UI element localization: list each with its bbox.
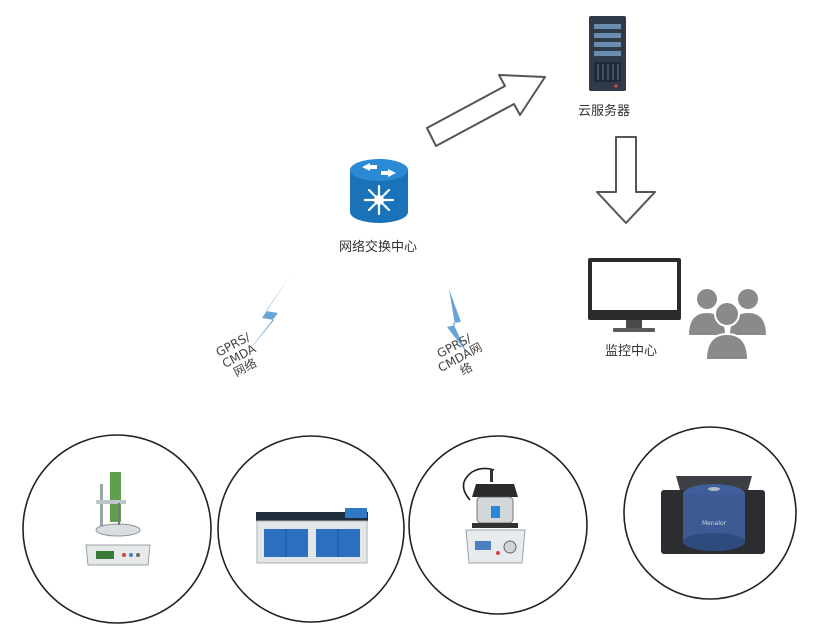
arrow-to-monitor-icon xyxy=(596,136,656,224)
monitor-icon xyxy=(588,258,681,332)
oven-brand-label: Menalor xyxy=(702,520,727,527)
cloud-server-label: 云服务器 xyxy=(578,104,631,119)
wireless-link-right-icon xyxy=(447,289,467,353)
arrow-to-server-icon xyxy=(426,74,546,147)
server-icon xyxy=(589,16,626,91)
wireless-link-left-icon xyxy=(243,276,290,358)
oven-icon xyxy=(661,476,765,554)
network-switch-icon xyxy=(350,159,408,223)
softening-point-tester-icon xyxy=(462,467,526,564)
network-switch-label: 网络交换中心 xyxy=(339,240,418,255)
ductility-tester-icon xyxy=(256,508,368,564)
penetrometer-icon xyxy=(85,472,151,566)
monitor-center-label: 监控中心 xyxy=(605,344,658,359)
users-group-icon xyxy=(689,289,766,361)
